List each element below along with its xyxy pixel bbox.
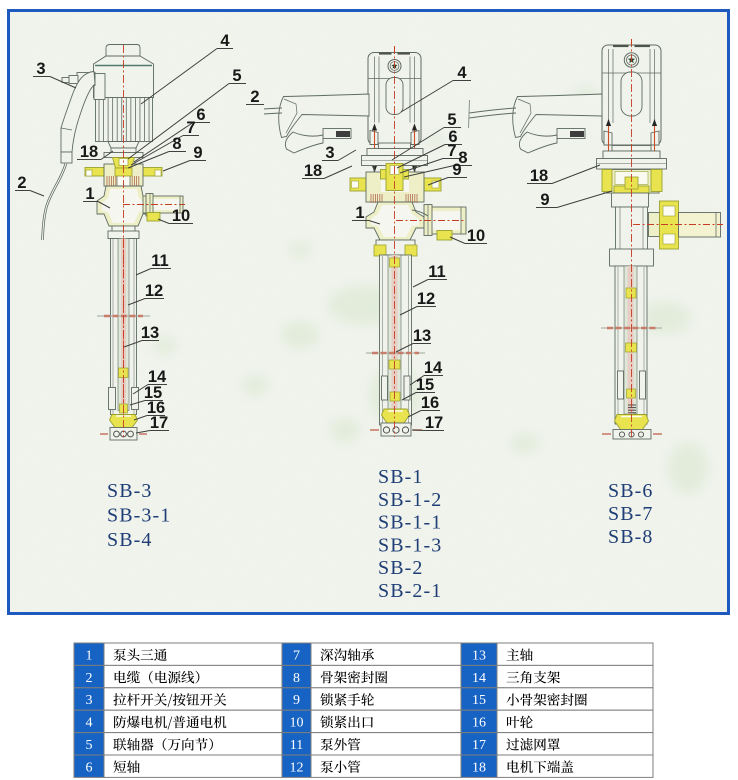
svg-text:14: 14 (472, 671, 486, 686)
svg-text:11: 11 (290, 738, 303, 753)
svg-text:17: 17 (472, 738, 486, 753)
svg-text:3: 3 (86, 693, 93, 708)
svg-text:15: 15 (472, 693, 486, 708)
svg-text:18: 18 (472, 760, 486, 775)
svg-text:4: 4 (86, 716, 93, 731)
svg-text:9: 9 (293, 693, 300, 708)
svg-text:7: 7 (293, 648, 300, 663)
svg-text:2: 2 (86, 671, 93, 686)
svg-text:16: 16 (472, 716, 486, 731)
svg-text:12: 12 (290, 760, 304, 775)
svg-text:6: 6 (86, 760, 93, 775)
svg-text:1: 1 (86, 648, 93, 663)
svg-text:5: 5 (86, 738, 93, 753)
svg-text:8: 8 (293, 671, 300, 686)
svg-text:13: 13 (472, 648, 486, 663)
svg-text:10: 10 (290, 716, 304, 731)
